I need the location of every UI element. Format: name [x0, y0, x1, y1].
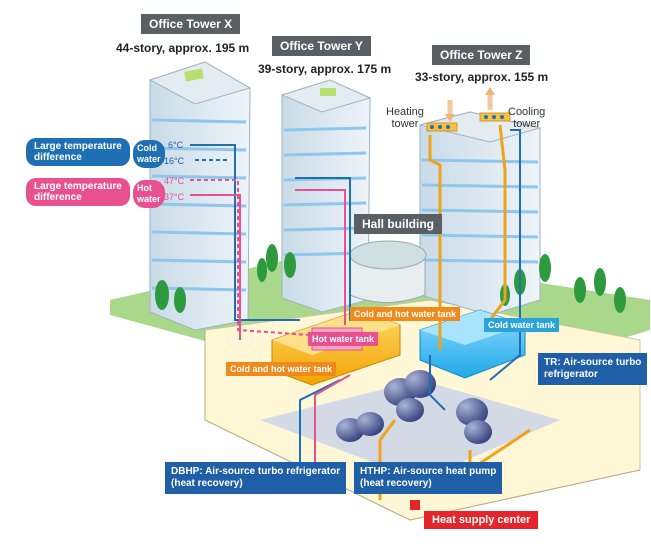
tower-y-desc: 39-story, approx. 175 m — [258, 62, 392, 76]
equipment-cylinders — [336, 370, 492, 444]
hthp-label: HTHP: Air-source heat pump (heat recover… — [354, 462, 503, 494]
hot-water-badge: Hot water — [133, 180, 165, 208]
up-down-arrow-icon: ⇕ — [119, 143, 133, 160]
heating-tower-label: Heating tower — [386, 106, 424, 130]
tower-z-desc: 33-story, approx. 155 m — [415, 70, 549, 84]
hot-water-tank-label: Hot water tank — [308, 332, 379, 346]
heat-supply-arrow — [410, 500, 420, 510]
cold-water-badge: Cold water — [133, 140, 165, 168]
hot-temp-diff-label: Large temperature difference — [26, 178, 130, 206]
cold-temp-diff-label: Large temperature difference — [26, 138, 130, 166]
hot-water-pipes — [190, 179, 351, 470]
cooling-tower-label: Cooling tower — [508, 106, 546, 130]
up-down-arrow-icon: ⇕ — [119, 183, 133, 200]
hot-temp-2: 37°C — [164, 192, 185, 202]
office-tower-y — [280, 79, 372, 313]
tower-x-desc: 44-story, approx. 195 m — [116, 41, 250, 55]
heat-supply-center-label: Heat supply center — [424, 511, 539, 529]
cold-temp-2: 16°C — [164, 156, 185, 166]
cold-hot-water-tank-label-1: Cold and hot water tank — [350, 307, 461, 321]
tower-x-name: Office Tower X — [141, 14, 241, 34]
cold-temp-1: 6°C — [168, 140, 184, 150]
tower-z-name: Office Tower Z — [432, 45, 531, 65]
hall-building-label: Hall building — [354, 214, 442, 234]
office-tower-z — [419, 87, 541, 316]
cold-hot-water-tank-label-2: Cold and hot water tank — [226, 362, 337, 376]
hot-temp-1: 47°C — [164, 176, 185, 186]
cold-water-pipes — [190, 129, 521, 470]
cold-water-tank-label: Cold water tank — [484, 318, 560, 332]
trees — [155, 244, 626, 313]
tr-label: TR: Air-source turbo refrigerator — [538, 353, 648, 385]
dbhp-label: DBHP: Air-source turbo refrigerator (hea… — [165, 462, 347, 494]
tower-y-name: Office Tower Y — [272, 36, 371, 56]
hall-building — [349, 240, 427, 303]
